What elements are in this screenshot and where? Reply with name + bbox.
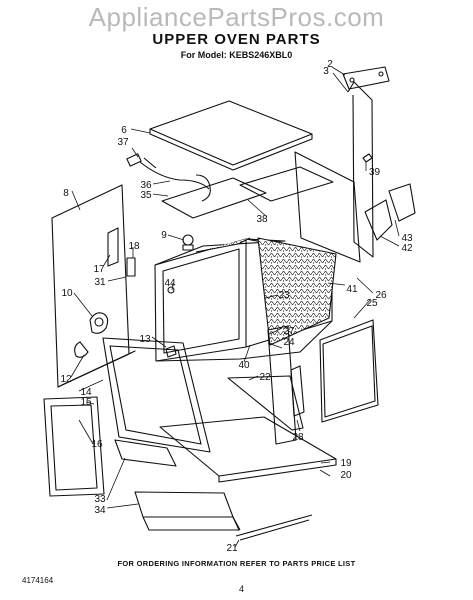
callout-23: 23	[278, 290, 290, 301]
callout-41: 41	[346, 284, 358, 295]
callout-24: 24	[283, 337, 295, 348]
door-frame	[102, 337, 211, 453]
callout-20: 20	[340, 470, 352, 481]
callout-18: 18	[128, 241, 140, 252]
door-gasket	[43, 396, 105, 497]
callout-10: 10	[61, 288, 73, 299]
callout-38: 38	[256, 214, 268, 225]
callout-35: 35	[140, 190, 152, 201]
callout-44: 44	[164, 278, 176, 289]
callout-25: 25	[366, 298, 378, 309]
callout-36: 36	[140, 180, 152, 191]
side-trim-panel	[319, 319, 379, 423]
top-panel	[149, 100, 313, 166]
bottom-plate	[159, 416, 337, 477]
callout-3: 3	[323, 66, 329, 77]
callout-31: 31	[94, 277, 106, 288]
left-side-panel	[51, 184, 130, 388]
callout-2: 2	[327, 59, 333, 70]
front-trim	[134, 491, 234, 518]
callout-17: 17	[93, 264, 105, 275]
light-socket	[89, 312, 109, 334]
callout-26: 26	[375, 290, 387, 301]
document-code: 4174164	[22, 576, 54, 585]
rear-bracket	[342, 66, 390, 90]
diagram-title: UPPER OVEN PARTS	[152, 31, 321, 48]
callout-37: 37	[117, 137, 129, 148]
callout-28: 28	[292, 432, 304, 443]
part-callouts: 2 3 6 37 39 8 36 35 38 9 18 43 42 17 44 …	[60, 59, 413, 554]
callout-9: 9	[161, 230, 167, 241]
insulation-blanket	[257, 237, 337, 346]
callout-40: 40	[238, 360, 250, 371]
hinge-bracket	[388, 183, 416, 222]
callout-13: 13	[139, 334, 151, 345]
callout-34: 34	[94, 505, 106, 516]
oven-cavity	[154, 238, 247, 362]
callout-14: 14	[80, 387, 92, 398]
callout-33: 33	[94, 494, 106, 505]
callout-15: 15	[80, 397, 92, 408]
lower-rod	[239, 519, 310, 541]
callout-22: 22	[259, 372, 271, 383]
callout-16: 16	[91, 439, 103, 450]
right-side-panel	[294, 151, 361, 263]
watermark: AppliancePartsPros.com	[88, 2, 385, 32]
callout-27: 27	[283, 326, 295, 337]
callout-43: 43	[401, 233, 413, 244]
inner-top-plate	[161, 177, 267, 219]
page-number: 4	[239, 584, 245, 594]
callout-6: 6	[121, 125, 127, 136]
rear-panel	[347, 81, 374, 258]
model-label: For Model: KEBS246XBL0	[180, 50, 293, 60]
ordering-note: FOR ORDERING INFORMATION REFER TO PARTS …	[117, 559, 356, 568]
callout-8: 8	[63, 188, 69, 199]
callout-39: 39	[369, 167, 381, 178]
bottom-rail	[227, 375, 304, 431]
wire-harness	[139, 157, 211, 202]
callout-19: 19	[340, 458, 352, 469]
callout-21: 21	[226, 543, 238, 554]
callout-42: 42	[401, 243, 413, 254]
callout-12: 12	[60, 374, 72, 385]
